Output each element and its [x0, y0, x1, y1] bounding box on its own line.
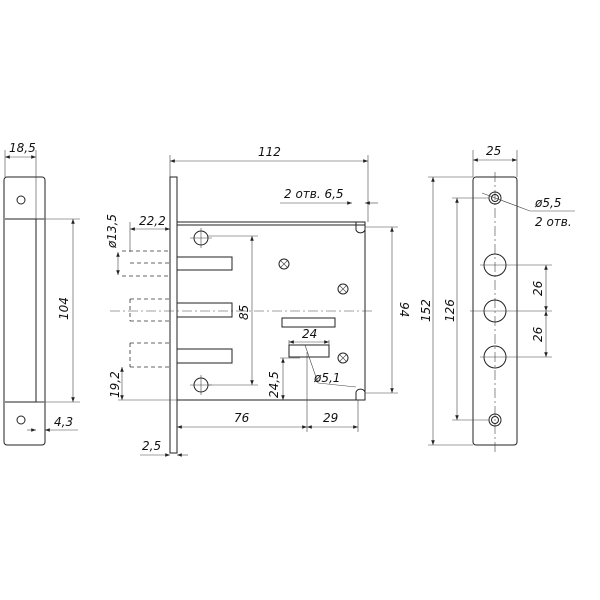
dim-width: 112: [258, 145, 281, 159]
front-view: 112 2 отв. 6,5 ø13,5 22,2 19,2 85 94 24 …: [105, 145, 411, 457]
mount-hole: [16, 415, 26, 425]
hole-note-diameter: ø5,5: [534, 196, 561, 210]
dim-strike-height: 152: [419, 299, 433, 322]
bolt: [176, 302, 233, 318]
dim-key-width: 24: [302, 327, 317, 341]
dim-side-width: 18,5: [9, 141, 36, 155]
faceplate: [169, 176, 178, 454]
dim-bolt-projection: 22,2: [139, 214, 166, 228]
dim-strike-width: 25: [486, 144, 501, 158]
dim-key-height: 24,5: [267, 371, 281, 398]
holes-note: 2 отв. 6,5: [284, 187, 344, 201]
strike-plate: 25 ø5,5 2 отв. 152 126 26 26: [419, 144, 575, 452]
screw: [337, 283, 349, 295]
mount-hole: [16, 195, 26, 205]
dim-bolt-spacing-1: 26: [531, 280, 545, 296]
dim-strike-hole-spacing: 126: [443, 299, 457, 322]
dim-key-to-edge: 29: [323, 411, 338, 425]
dim-bolt-spacing-2: 26: [531, 326, 545, 342]
side-plate-outline: [3, 176, 46, 446]
slot: [281, 317, 336, 328]
bolt: [176, 256, 233, 271]
hole-note-count: 2 отв.: [535, 215, 572, 229]
bolt: [176, 348, 233, 364]
dim-backset: 76: [234, 411, 250, 425]
dim-body-height: 94: [397, 302, 411, 317]
screw: [337, 352, 349, 364]
dim-key-hole: ø5,1: [313, 371, 340, 385]
dim-side-height: 104: [57, 297, 71, 320]
dim-hole-spacing: 85: [237, 305, 251, 320]
dim-bolt-diameter: ø13,5: [105, 214, 119, 249]
dim-bolt-offset: 19,2: [108, 371, 122, 398]
side-view: 18,5 104 4,3: [3, 141, 80, 446]
keyhole: [288, 344, 330, 358]
dim-side-offset: 4,3: [54, 415, 73, 429]
dim-faceplate: 2,5: [142, 439, 161, 453]
screw: [278, 258, 290, 270]
